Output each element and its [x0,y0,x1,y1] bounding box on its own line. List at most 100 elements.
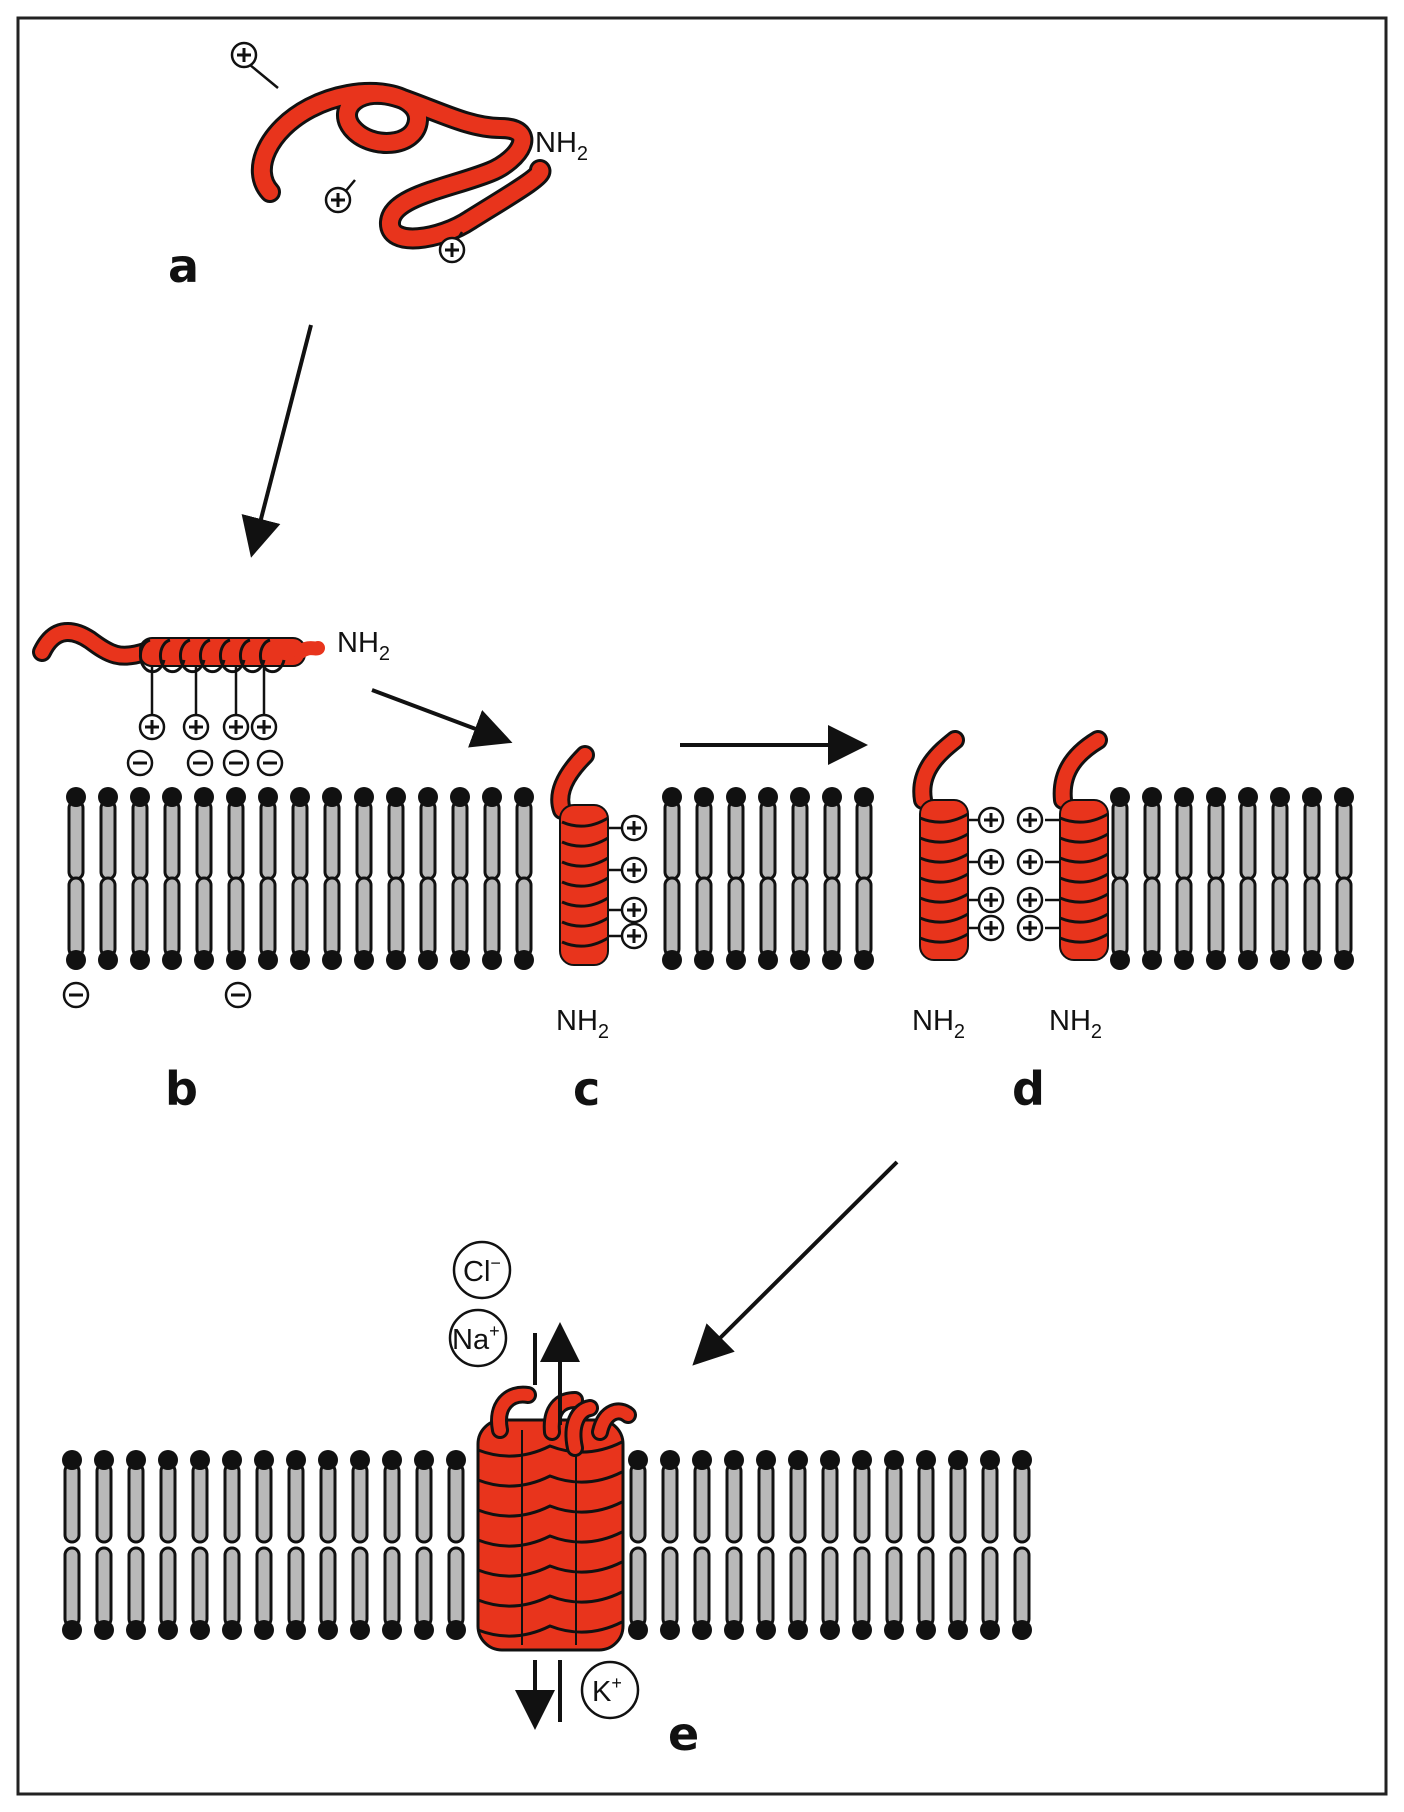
lipid-top [1204,785,1228,881]
lipid-top [882,1448,906,1544]
positive-charge-icon [1016,806,1044,834]
lipid-bottom [284,1546,308,1642]
positive-charge-icon [182,713,210,741]
lipid-top [658,1448,682,1544]
lipid-top [690,1448,714,1544]
lipid-top [660,785,684,881]
positive-charge-icon [230,41,258,69]
amine-label-c: NH2 [556,1005,609,1043]
lipid-bottom [756,876,780,972]
svg-text:K+: K+ [592,1673,622,1708]
lipid-bottom [690,1546,714,1642]
chloride-ion-badge: Cl− [452,1240,512,1300]
lipid-bottom [820,876,844,972]
positive-charge-icon [977,914,1005,942]
lipid-top [978,1448,1002,1544]
lipid-top [124,1448,148,1544]
lipid-bottom [660,876,684,972]
surface-helix [32,622,325,714]
lipid-bottom [882,1546,906,1642]
lipid-bottom [1300,876,1324,972]
lipid-bottom [156,1546,180,1642]
positive-charge-icon [620,922,648,950]
negative-charge-icon [222,749,250,777]
lipid-bottom [220,1546,244,1642]
helix-bundle-pore [476,1385,637,1652]
positive-charge-icon [620,814,648,842]
potassium-ion-badge: K+ [580,1660,640,1720]
inserted-helix-d-left [912,730,980,961]
lipid-bottom [384,876,408,972]
lipid-bottom [124,1546,148,1642]
sodium-ion-badge: Na+ [448,1308,508,1368]
lipid-top [448,785,472,881]
lipid-top [60,1448,84,1544]
positive-charge-icon [1016,848,1044,876]
lipid-bottom [288,876,312,972]
lipid-bottom [480,876,504,972]
lipid-top [220,1448,244,1544]
lipid-top [320,785,344,881]
lipid-bottom [658,1546,682,1642]
lipid-bottom [192,876,216,972]
lipid-bottom [626,1546,650,1642]
lipid-top [512,785,536,881]
step-label-e: e [668,1707,699,1761]
positive-charge-icon [438,236,466,264]
lipid-top [786,1448,810,1544]
negative-charge-icon [62,981,90,1009]
lipid-bottom [850,1546,874,1642]
lipid-top [256,785,280,881]
arrow-a-to-b [241,324,313,558]
lipid-top [480,785,504,881]
lipid-top [412,1448,436,1544]
lipid-top [444,1448,468,1544]
lipid-bottom [348,1546,372,1642]
inserted-helix-c [550,745,622,966]
lipid-top [156,1448,180,1544]
lipid-bottom [252,1546,276,1642]
lipid-bottom [1010,1546,1034,1642]
lipid-top [852,785,876,881]
lipid-bottom [1268,876,1292,972]
lipid-bottom [188,1546,212,1642]
lipid-top [850,1448,874,1544]
lipid-bottom [316,1546,340,1642]
arrow-d-to-e [692,1160,899,1366]
lipid-bottom [92,1546,116,1642]
lipid-top [914,1448,938,1544]
lipid-bottom [224,876,248,972]
lipid-bottom [818,1546,842,1642]
positive-charge-icon [324,186,352,214]
lipid-top [352,785,376,881]
lipid-top [288,785,312,881]
svg-text:Cl−: Cl− [463,1253,501,1288]
positive-charge-icon [620,856,648,884]
lipid-bottom [914,1546,938,1642]
positive-charge-icon [977,806,1005,834]
lipid-bottom [256,876,280,972]
lipid-bottom [64,876,88,972]
positive-charge-icon [138,713,166,741]
negative-charge-icon [224,981,252,1009]
lipid-bottom [352,876,376,972]
step-label-a: a [168,239,199,293]
lipid-top [380,1448,404,1544]
negative-charge-icon [126,749,154,777]
positive-charge-icon [1016,914,1044,942]
positive-charge-icon [977,886,1005,914]
amine-label-b: NH2 [337,627,390,665]
positive-charge-icon [977,848,1005,876]
lipid-top [160,785,184,881]
lipid-bottom [444,1546,468,1642]
lipid-top [754,1448,778,1544]
lipid-top [96,785,120,881]
lipid-top [722,1448,746,1544]
lipid-top [1172,785,1196,881]
amine-label-d-left: NH2 [912,1005,965,1043]
positive-charge-icon [250,713,278,741]
lipid-top [1010,1448,1034,1544]
lipid-bottom [1204,876,1228,972]
lipid-top [756,785,780,881]
lipid-bottom [1140,876,1164,972]
